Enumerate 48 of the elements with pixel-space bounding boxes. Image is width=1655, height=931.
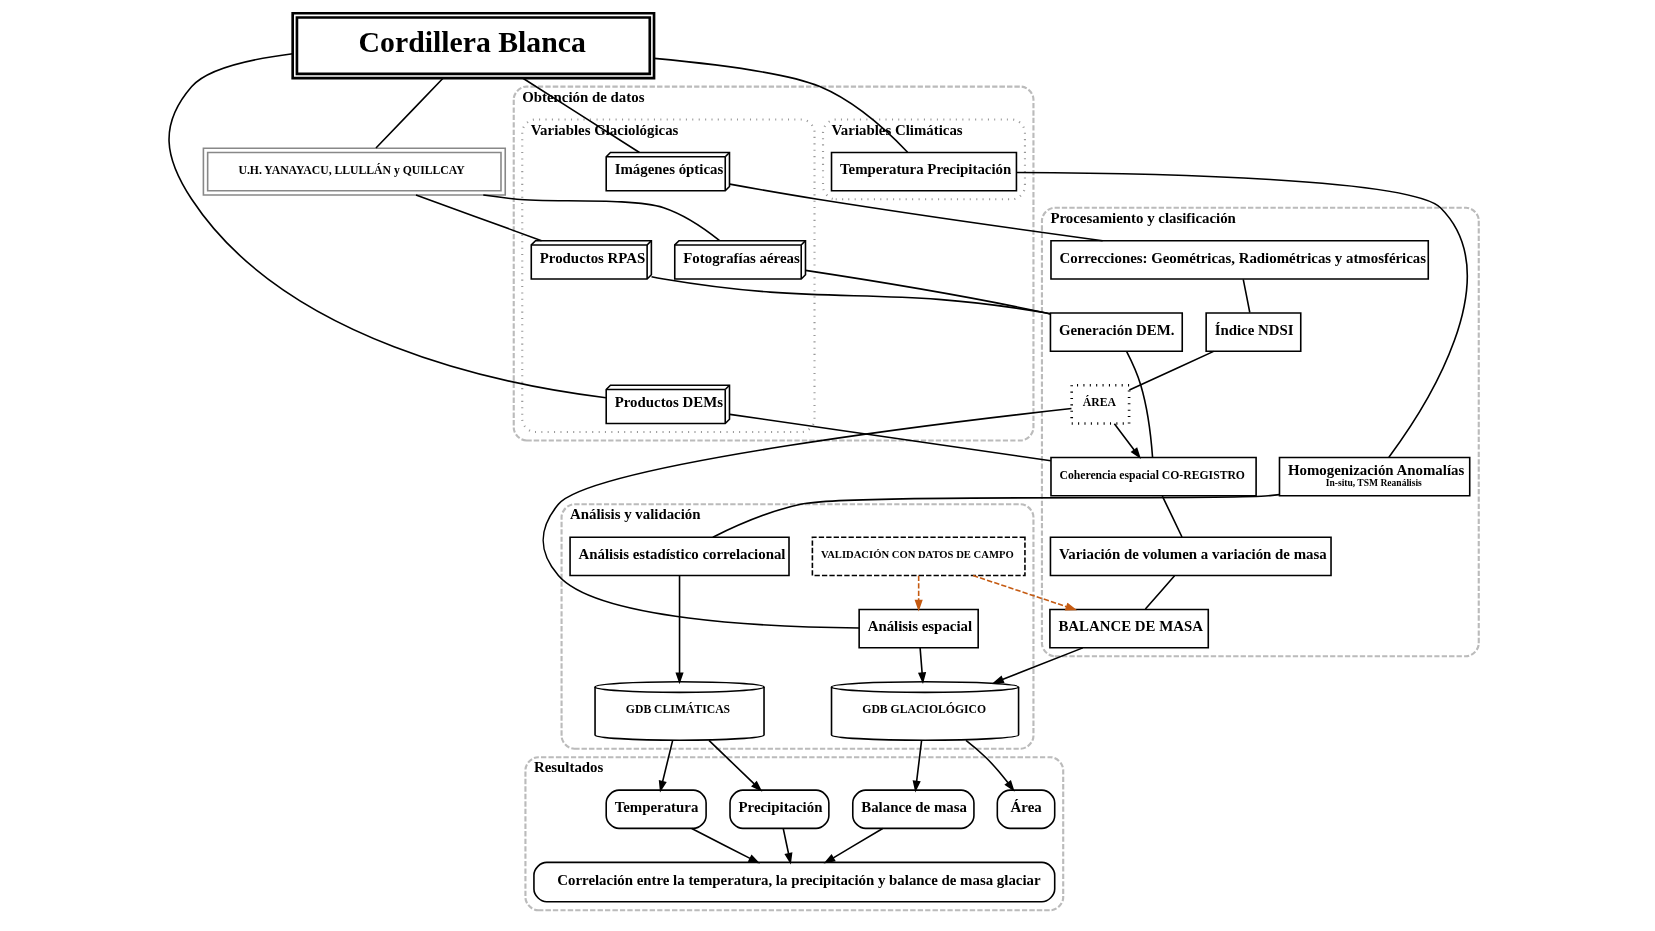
- connector: [1161, 494, 1183, 538]
- node-box: Precipitación: [728, 788, 830, 829]
- node-box: Temperatura Precipitación: [830, 151, 1017, 192]
- arrow: [912, 739, 922, 792]
- node-box: Coherencia espacial CO-REGISTRO: [1049, 456, 1257, 497]
- connector: [1144, 574, 1175, 610]
- node-box: ÁREA: [1069, 383, 1130, 425]
- arrow: [917, 646, 926, 684]
- connector: [414, 193, 542, 241]
- node-box: VALIDACIÓN CON DATOS DE CAMPO: [811, 535, 1026, 576]
- node-box: Homogenización Anomalías In-situ, TSM Reanálisis: [1278, 456, 1470, 497]
- connector: [728, 413, 1052, 462]
- node-box: BALANCE DE MASA: [1048, 608, 1209, 649]
- connector: [1015, 171, 1468, 458]
- node-box: Análisis espacial: [857, 608, 979, 649]
- arrow: [674, 574, 684, 684]
- arrow: [690, 827, 760, 863]
- connector: [167, 52, 607, 399]
- node-box: Generación DEM.: [1049, 311, 1183, 352]
- arrow: [1113, 422, 1141, 459]
- connector: [728, 182, 1103, 241]
- node-box: Correcciones: Geométricas, Radiométricas y atmosféricas: [1049, 239, 1429, 280]
- arrow: [707, 739, 762, 792]
- node-box: Cordillera Blanca: [290, 11, 655, 79]
- arrow: [971, 574, 1077, 610]
- node-box: Balance de masa: [851, 788, 975, 829]
- connector: [374, 77, 444, 149]
- node-box: Temperatura: [604, 788, 707, 829]
- connector: [521, 77, 640, 153]
- node-box: Índice NDSI: [1204, 311, 1302, 352]
- connector: [650, 275, 1051, 314]
- connector: [653, 57, 908, 153]
- connector: [711, 493, 1280, 538]
- node-box: U.H. YANAYACU, LLULLÁN y QUILLCAY: [202, 146, 506, 196]
- node-box: Análisis estadístico correlacional: [568, 535, 790, 576]
- connector: [1125, 350, 1153, 458]
- connector: [482, 193, 720, 241]
- arrow: [823, 827, 883, 864]
- arrow: [781, 827, 792, 864]
- node-box: Correlación entre la temperatura, la precipitación y balance de masa glaciar: [532, 861, 1055, 903]
- connector: [1241, 278, 1251, 313]
- node-box: Variación de volumen a variación de masa: [1049, 535, 1332, 576]
- connector: [1128, 350, 1214, 391]
- connector: [541, 407, 1072, 629]
- arrow: [991, 646, 1084, 683]
- arrow: [658, 739, 673, 792]
- node-box: Área: [996, 788, 1055, 829]
- arrow: [914, 574, 923, 611]
